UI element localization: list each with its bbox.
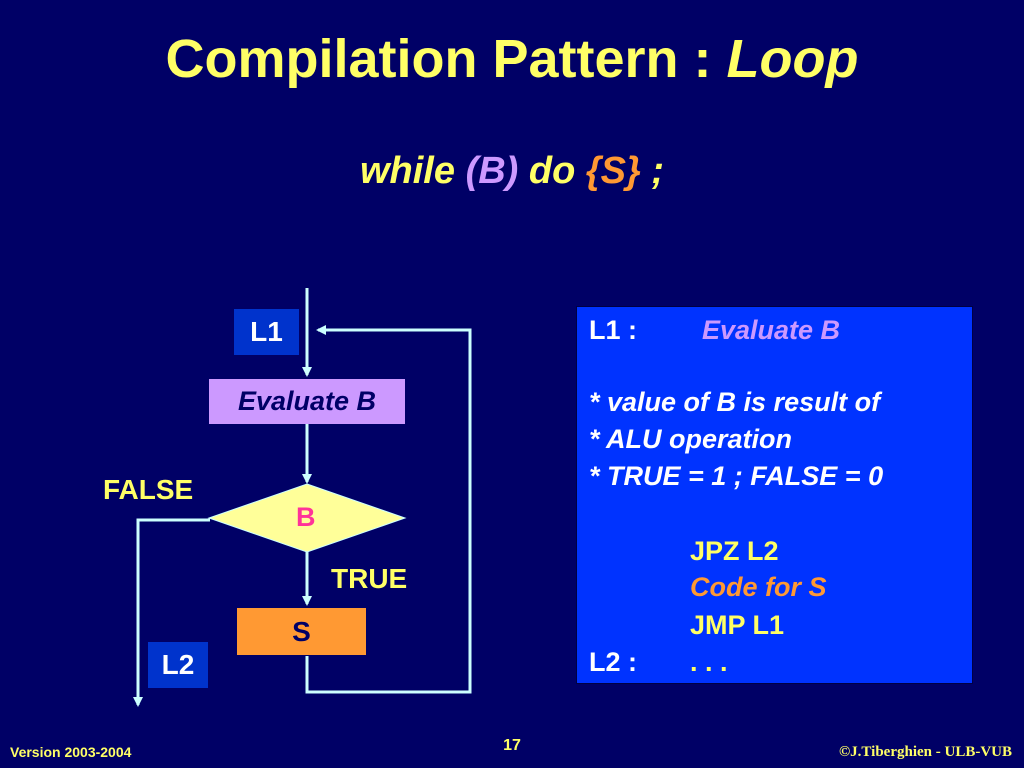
label-l1-text: L1 xyxy=(250,316,283,347)
label-l1: L1 xyxy=(234,309,299,355)
true-label: TRUE xyxy=(331,563,408,594)
label-l2-text: L2 xyxy=(161,649,195,680)
code-jpz: JPZ L2 xyxy=(690,536,779,566)
code-for-s: Code for S xyxy=(690,572,827,602)
page-number: 17 xyxy=(503,737,521,754)
code-comment-1: * value of B is result of xyxy=(589,387,881,417)
code-comment-2: * ALU operation xyxy=(589,424,793,454)
loop-syntax: while (B) do {S} ; xyxy=(0,150,1024,193)
false-label: FALSE xyxy=(103,474,194,505)
condition-text: B xyxy=(296,502,316,532)
syntax-body: {S} xyxy=(585,150,641,192)
footer-version: Version 2003-2004 xyxy=(10,744,132,760)
syntax-while: while xyxy=(359,150,466,192)
code-panel: L1 : Evaluate B * value of B is result o… xyxy=(576,306,973,684)
evaluate-text: Evaluate B xyxy=(237,386,377,416)
statement-text: S xyxy=(292,615,311,647)
title-emphasis: Loop xyxy=(726,29,859,89)
syntax-do: do xyxy=(518,150,586,192)
code-l2-label: L2 : xyxy=(589,647,638,677)
code-evaluate: Evaluate B xyxy=(702,315,841,345)
condition-diamond xyxy=(207,483,407,553)
syntax-end: ; xyxy=(640,150,665,192)
title-text: Compilation Pattern : xyxy=(165,29,727,89)
code-ellipsis: . . . xyxy=(690,647,728,677)
syntax-condition: (B) xyxy=(465,150,519,192)
code-comment-3: * TRUE = 1 ; FALSE = 0 xyxy=(589,461,884,491)
statement-box: S xyxy=(237,608,366,655)
loop-back-line xyxy=(305,325,472,694)
label-l2: L2 xyxy=(148,642,208,688)
footer-copyright: ©J.Tiberghien - ULB-VUB xyxy=(838,744,1012,760)
slide-title: Compilation Pattern : Loop xyxy=(0,28,1024,90)
code-l1-label: L1 : xyxy=(589,315,638,345)
false-branch-line xyxy=(133,518,210,707)
code-jmp: JMP L1 xyxy=(690,610,785,640)
evaluate-box: Evaluate B xyxy=(209,379,405,424)
